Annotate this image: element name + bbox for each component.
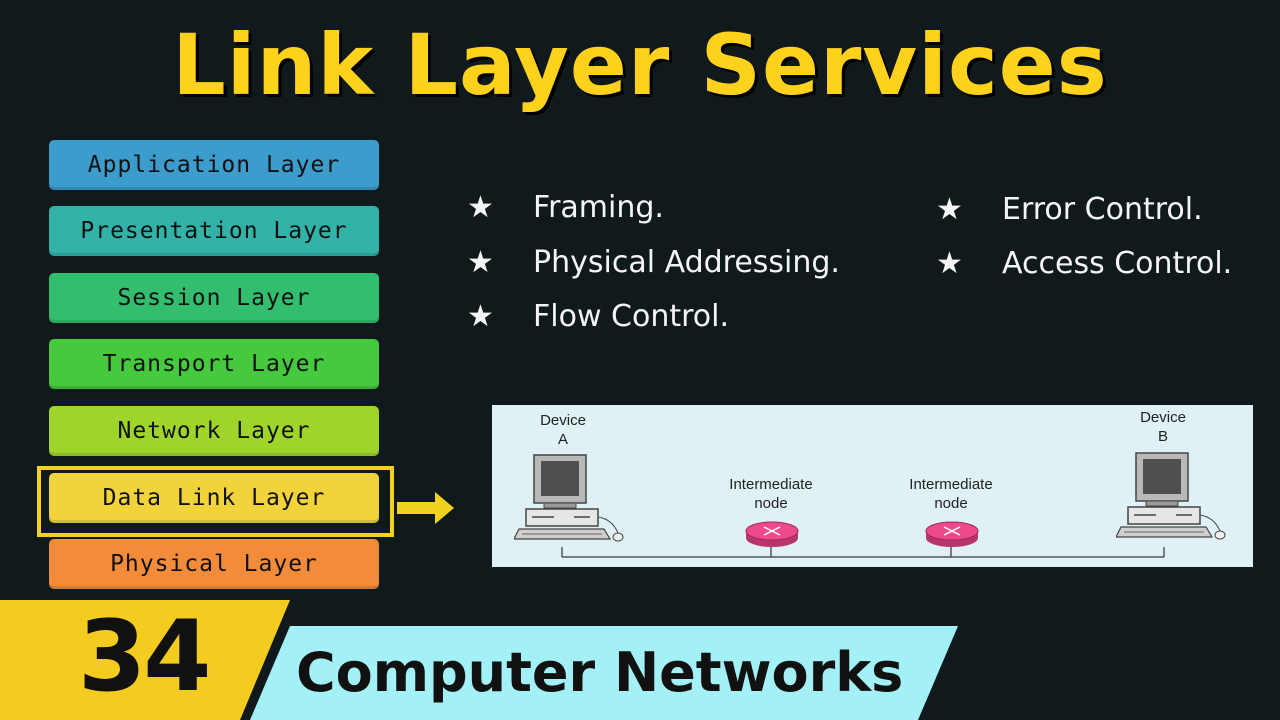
series-title: Computer Networks <box>296 641 904 704</box>
device-a-label: Device A <box>540 412 586 448</box>
computer-icon <box>1116 452 1226 540</box>
service-label: Error Control. <box>1002 192 1203 227</box>
star-icon: ★ <box>936 246 963 281</box>
layer-label: Physical Layer <box>110 551 318 577</box>
router-icon <box>745 521 799 547</box>
intermediate-node-label: Intermediate node <box>909 476 993 512</box>
service-label: Physical Addressing. <box>533 245 840 280</box>
layer-application: Application Layer <box>49 140 379 190</box>
layer-label: Session Layer <box>117 285 311 311</box>
page-title: Link Layer Services <box>172 16 1108 114</box>
layer-label: Presentation Layer <box>80 218 348 244</box>
layer-physical: Physical Layer <box>49 539 379 589</box>
service-label: Framing. <box>533 190 664 225</box>
layer-transport: Transport Layer <box>49 339 379 389</box>
service-label: Flow Control. <box>533 299 729 334</box>
bottom-banner <box>0 600 958 720</box>
layer-label: Network Layer <box>117 418 311 444</box>
layer-data-link: Data Link Layer <box>49 473 379 523</box>
arrow-right-icon <box>397 492 454 524</box>
network-link-lines <box>561 545 1165 558</box>
layer-label: Transport Layer <box>102 351 326 377</box>
router-icon <box>925 521 979 547</box>
service-label: Access Control. <box>1002 246 1233 281</box>
star-icon: ★ <box>467 299 494 334</box>
computer-icon <box>514 454 624 542</box>
layer-session: Session Layer <box>49 273 379 323</box>
star-icon: ★ <box>467 245 494 280</box>
data-link-highlight-box <box>37 466 394 537</box>
star-icon: ★ <box>467 190 494 225</box>
layer-label: Application Layer <box>87 152 341 178</box>
episode-number: 34 <box>78 600 211 714</box>
intermediate-node-label: Intermediate node <box>729 476 813 512</box>
star-icon: ★ <box>936 192 963 227</box>
layer-network: Network Layer <box>49 406 379 456</box>
device-b-label: Device B <box>1140 409 1186 445</box>
layer-label: Data Link Layer <box>102 485 326 511</box>
layer-presentation: Presentation Layer <box>49 206 379 256</box>
network-diagram: Device A Device B Intermediate node Inte… <box>492 405 1253 567</box>
